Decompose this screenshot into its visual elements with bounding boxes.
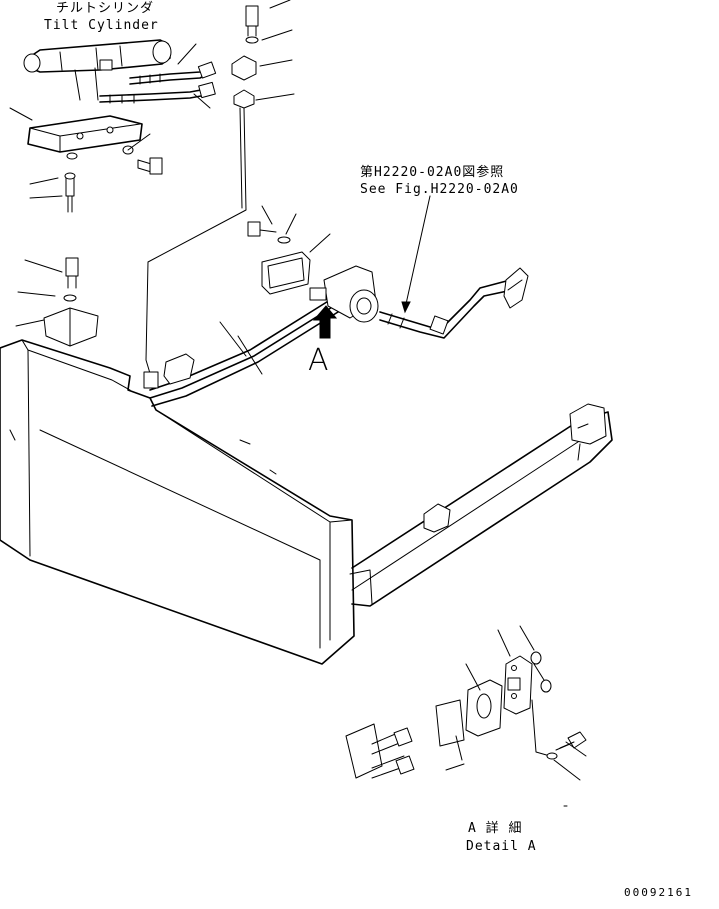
- detail-a-label-jp: A 詳 細: [468, 821, 523, 836]
- tilt-cylinder-label-jp: チルトシリンダ: [56, 1, 155, 16]
- cover-plate: [247, 205, 331, 295]
- see-fig-label-jp: 第H2220-02A0図参照: [360, 165, 505, 180]
- drawing-number: 00092161: [624, 886, 693, 899]
- dozer-blade: [0, 339, 355, 665]
- push-arm: [349, 403, 613, 607]
- hose-lower: [99, 81, 216, 104]
- tilt-cylinder: [23, 39, 172, 101]
- pipe-mount: [309, 265, 379, 323]
- leader-lines-left: [9, 43, 211, 327]
- fitting-block: [145, 0, 295, 381]
- hose-right: [379, 195, 529, 339]
- view-arrow-a: [312, 305, 338, 339]
- bolt-cover-left: [43, 257, 99, 347]
- bracket-plate: [27, 115, 143, 153]
- bolt-small-left: [64, 145, 163, 213]
- detail-a-label-en: Detail A: [466, 839, 537, 854]
- hose-upper: [129, 61, 217, 85]
- see-fig-label-en: See Fig.H2220-02A0: [360, 182, 519, 197]
- tilt-cylinder-label-en: Tilt Cylinder: [44, 18, 159, 33]
- detail-a: [345, 625, 587, 807]
- view-a-label: A: [308, 343, 329, 378]
